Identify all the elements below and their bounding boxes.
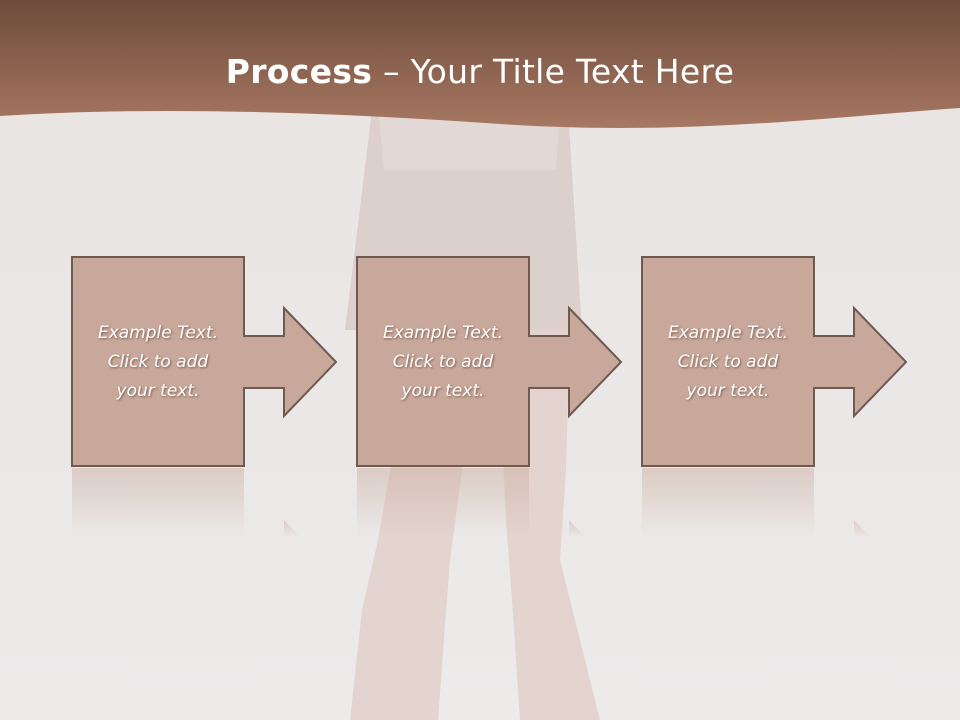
page-title[interactable]: Process – Your Title Text Here [0,52,960,91]
step-1-reflection [72,468,301,538]
process-step-3[interactable]: Example Text. Click to add your text. [641,256,931,468]
step-1-text[interactable]: Example Text. Click to add your text. [71,256,245,468]
step-1-line-2: Click to add [107,351,209,372]
step-1-shape [71,256,338,467]
step-3-reflection [642,468,871,538]
step-3-line-3: your text. [686,380,770,401]
step-3-shape [641,256,908,467]
step-3-line-2: Click to add [677,351,779,372]
step-2-line-2: Click to add [392,351,494,372]
step-2-text[interactable]: Example Text. Click to add your text. [356,256,530,468]
header-band [0,0,960,128]
step-2-shape [356,256,623,467]
step-3-line-1: Example Text. [667,322,789,343]
step-2-reflection [357,468,586,538]
title-bold: Process [225,52,373,91]
process-step-1[interactable]: Example Text. Click to add your text. [71,256,361,468]
title-rest: – Your Title Text Here [372,52,735,91]
step-1-line-3: your text. [116,380,200,401]
process-step-2[interactable]: Example Text. Click to add your text. [356,256,646,468]
step-2-line-3: your text. [401,380,485,401]
step-3-text[interactable]: Example Text. Click to add your text. [641,256,815,468]
step-1-line-1: Example Text. [97,322,219,343]
step-2-line-1: Example Text. [382,322,504,343]
